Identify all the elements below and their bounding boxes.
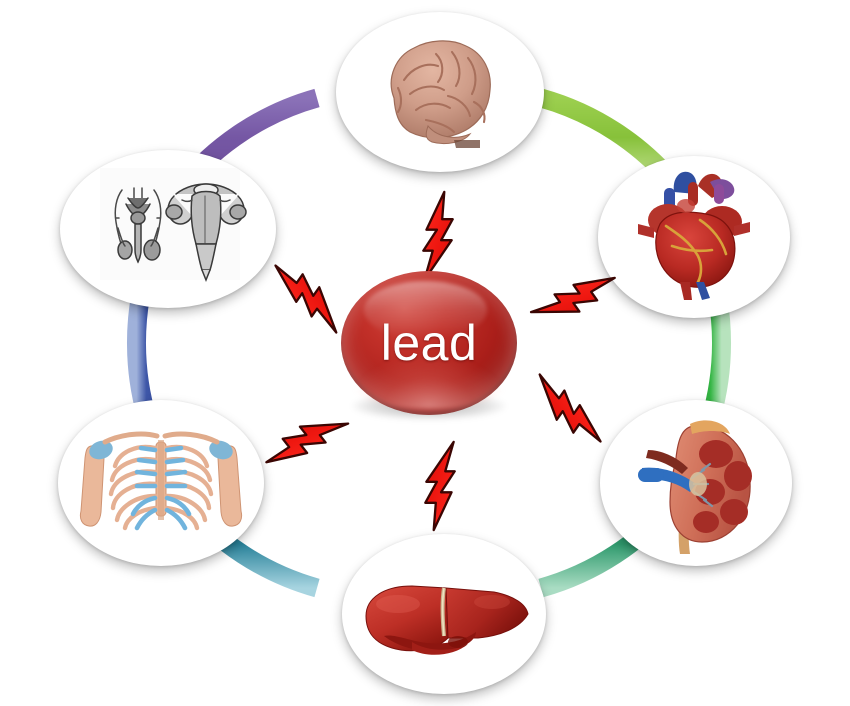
bolt-to-brain	[422, 190, 454, 282]
rib-cage-icon	[59, 401, 263, 565]
heart-organ-icon	[599, 157, 789, 317]
bolt-to-skeleton	[260, 400, 350, 480]
kidney-icon	[601, 401, 791, 565]
bolt-to-reproductive	[262, 257, 354, 335]
node-kidney[interactable]	[600, 400, 792, 566]
bolt-to-heart	[529, 259, 621, 337]
center-label: lead	[380, 315, 478, 371]
bolt-to-kidney	[522, 372, 614, 450]
node-brain[interactable]	[336, 12, 544, 172]
node-heart[interactable]	[598, 156, 790, 318]
node-reproductive-system[interactable]	[60, 150, 276, 308]
reproductive-system-icon	[61, 151, 275, 307]
brain-icon	[337, 13, 543, 171]
bolt-to-liver	[424, 440, 456, 532]
liver-icon	[343, 535, 545, 693]
center-node-lead[interactable]: lead	[341, 271, 517, 415]
node-liver[interactable]	[342, 534, 546, 694]
node-skeleton[interactable]	[58, 400, 264, 566]
